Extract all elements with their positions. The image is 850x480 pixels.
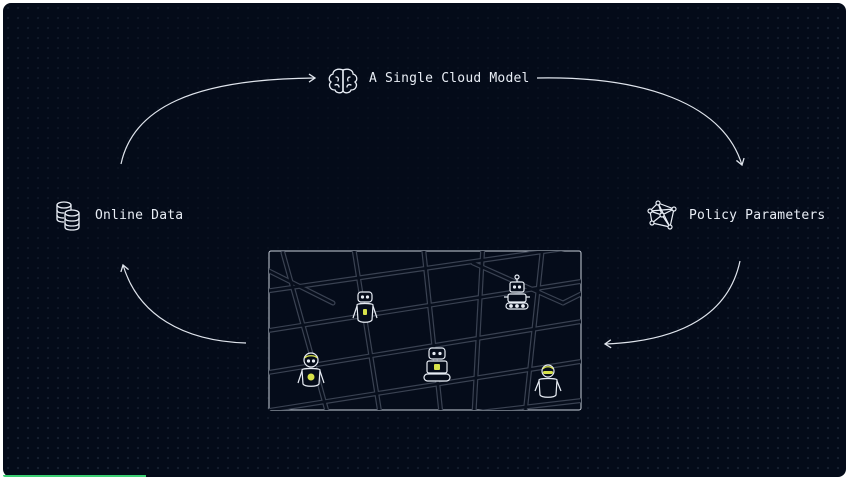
fleet-map xyxy=(268,250,582,411)
robot-humanoid-2 xyxy=(297,352,325,387)
robot-tracked-1 xyxy=(423,347,451,382)
database-icon xyxy=(56,201,80,231)
arrow-fleet-to-data xyxy=(120,263,247,344)
robot-wheeled-1 xyxy=(504,274,530,310)
arrow-data-to-model xyxy=(120,73,317,165)
node-label-cloud-model: A Single Cloud Model xyxy=(369,71,530,86)
network-icon xyxy=(647,200,677,230)
progress-fill xyxy=(3,475,147,477)
robot-humanoid-3 xyxy=(534,364,562,398)
robot-humanoid-1 xyxy=(352,291,378,323)
brain-icon xyxy=(328,68,358,94)
progress-bar xyxy=(3,475,846,477)
diagram-svg xyxy=(56,68,745,411)
node-label-policy-parameters: Policy Parameters xyxy=(689,208,826,223)
node-label-online-data: Online Data xyxy=(95,208,184,223)
arrow-policy-to-fleet xyxy=(603,260,741,349)
arrow-model-to-policy xyxy=(536,77,745,167)
diagram-canvas: A Single Cloud Model Online Data Policy … xyxy=(3,3,846,477)
